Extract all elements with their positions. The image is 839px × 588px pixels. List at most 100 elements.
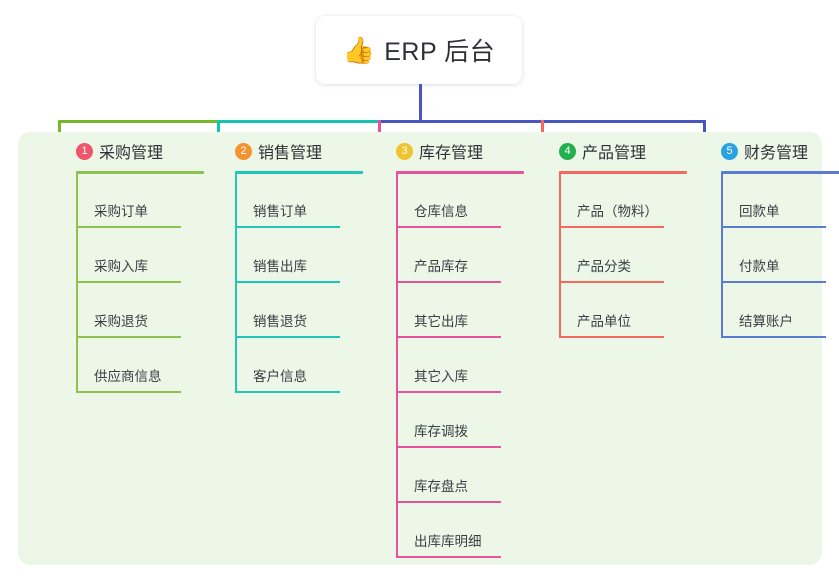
- column-spine-5: [721, 173, 723, 338]
- list-item-underline: [396, 391, 501, 393]
- list-item-underline: [235, 281, 340, 283]
- list-item[interactable]: 结算账户: [721, 283, 839, 338]
- list-item-underline: [76, 226, 181, 228]
- list-item[interactable]: 其它入库: [396, 338, 536, 393]
- list-item-label: 出库库明细: [414, 534, 482, 549]
- list-item-underline: [396, 281, 501, 283]
- list-item[interactable]: 销售退货: [235, 283, 375, 338]
- column-items-2: 销售订单销售出库销售退货客户信息: [215, 173, 375, 393]
- column-title-1: 采购管理: [99, 145, 164, 162]
- column-spine-2: [235, 173, 237, 393]
- column-badge-2: 2: [235, 142, 252, 160]
- column-underline-4: [559, 171, 687, 174]
- list-item[interactable]: 仓库信息: [396, 173, 536, 228]
- list-item-underline: [559, 336, 664, 338]
- list-item-label: 产品（物料）: [577, 204, 658, 219]
- column-badge-1: 1: [76, 142, 93, 160]
- column-underline-5: [721, 171, 839, 174]
- column-header-4[interactable]: 4 产品管理: [539, 132, 699, 170]
- column-spine-1: [76, 173, 78, 393]
- column-title-5: 财务管理: [744, 145, 809, 162]
- list-item-underline: [76, 391, 181, 393]
- column-header-2[interactable]: 2 销售管理: [215, 132, 375, 170]
- list-item-label: 采购订单: [94, 204, 148, 219]
- list-item-underline: [235, 336, 340, 338]
- thumbs-up-icon: 👍: [342, 35, 376, 65]
- column-3: 3 库存管理仓库信息产品库存其它出库其它入库库存调拨库存盘点出库库明细: [376, 132, 536, 558]
- column-items-1: 采购订单采购入库采购退货供应商信息: [56, 173, 216, 393]
- list-item-label: 供应商信息: [94, 369, 162, 384]
- list-item-underline: [721, 336, 826, 338]
- list-item-underline: [235, 391, 340, 393]
- column-spine-3: [396, 173, 398, 558]
- list-item-underline: [396, 226, 501, 228]
- list-item-label: 客户信息: [253, 369, 307, 384]
- list-item[interactable]: 产品单位: [559, 283, 699, 338]
- list-item[interactable]: 产品分类: [559, 228, 699, 283]
- list-item-label: 库存盘点: [414, 479, 468, 494]
- list-item-label: 采购入库: [94, 259, 148, 274]
- trunk-segment-2: [217, 120, 381, 123]
- list-item-underline: [235, 226, 340, 228]
- column-title-4: 产品管理: [582, 145, 647, 162]
- column-underline-1: [76, 171, 204, 174]
- column-5: 5 财务管理回款单付款单结算账户: [701, 132, 839, 338]
- list-item-label: 仓库信息: [414, 204, 468, 219]
- list-item-label: 销售退货: [253, 314, 307, 329]
- column-badge-3: 3: [396, 142, 413, 160]
- column-badge-5: 5: [721, 142, 738, 160]
- list-item-label: 产品单位: [577, 314, 631, 329]
- list-item[interactable]: 采购退货: [76, 283, 216, 338]
- list-item[interactable]: 采购订单: [76, 173, 216, 228]
- list-item-underline: [396, 446, 501, 448]
- list-item-label: 销售订单: [253, 204, 307, 219]
- column-underline-3: [396, 171, 524, 174]
- list-item-underline: [721, 281, 826, 283]
- list-item[interactable]: 其它出库: [396, 283, 536, 338]
- column-items-4: 产品（物料） 产品分类产品单位: [539, 173, 699, 338]
- list-item-label: 产品分类: [577, 259, 631, 274]
- list-item[interactable]: 回款单: [721, 173, 839, 228]
- list-item[interactable]: 出库库明细: [396, 503, 536, 558]
- list-item-label: 产品库存: [414, 259, 468, 274]
- list-item-label: 销售出库: [253, 259, 307, 274]
- column-badge-4: 4: [559, 142, 576, 160]
- list-item-label: 其它出库: [414, 314, 468, 329]
- list-item[interactable]: 库存调拨: [396, 393, 536, 448]
- list-item[interactable]: 客户信息: [235, 338, 375, 393]
- list-item-underline: [76, 336, 181, 338]
- column-1: 1 采购管理采购订单采购入库采购退货供应商信息: [56, 132, 216, 393]
- list-item[interactable]: 采购入库: [76, 228, 216, 283]
- list-item[interactable]: 产品库存: [396, 228, 536, 283]
- list-item-underline: [559, 281, 664, 283]
- list-item-label: 库存调拨: [414, 424, 468, 439]
- list-item-underline: [396, 501, 501, 503]
- list-item-underline: [396, 556, 501, 558]
- root-node[interactable]: 👍 ERP 后台: [316, 16, 522, 84]
- list-item-label: 付款单: [739, 259, 780, 274]
- column-title-2: 销售管理: [258, 145, 323, 162]
- column-spine-4: [559, 173, 561, 338]
- list-item-underline: [721, 226, 826, 228]
- list-item-label: 采购退货: [94, 314, 148, 329]
- list-item-label: 回款单: [739, 204, 780, 219]
- column-4: 4 产品管理产品（物料） 产品分类产品单位: [539, 132, 699, 338]
- column-header-1[interactable]: 1 采购管理: [56, 132, 216, 170]
- column-items-5: 回款单付款单结算账户: [701, 173, 839, 338]
- list-item[interactable]: 销售出库: [235, 228, 375, 283]
- list-item[interactable]: 库存盘点: [396, 448, 536, 503]
- diagram-panel: 1 采购管理采购订单采购入库采购退货供应商信息 2 销售管理销售订单销售出库销售退货客…: [18, 132, 839, 565]
- column-items-3: 仓库信息产品库存其它出库其它入库库存调拨库存盘点出库库明细: [376, 173, 536, 558]
- column-underline-2: [235, 171, 363, 174]
- column-header-5[interactable]: 5 财务管理: [701, 132, 839, 170]
- list-item[interactable]: 供应商信息: [76, 338, 216, 393]
- list-item-underline: [76, 281, 181, 283]
- column-title-3: 库存管理: [419, 145, 484, 162]
- root-stem: [419, 84, 422, 123]
- list-item[interactable]: 付款单: [721, 228, 839, 283]
- list-item[interactable]: 销售订单: [235, 173, 375, 228]
- root-title: ERP 后台: [384, 38, 496, 66]
- column-header-3[interactable]: 3 库存管理: [376, 132, 536, 170]
- list-item[interactable]: 产品（物料）: [559, 173, 699, 228]
- trunk-segment-1: [58, 120, 220, 123]
